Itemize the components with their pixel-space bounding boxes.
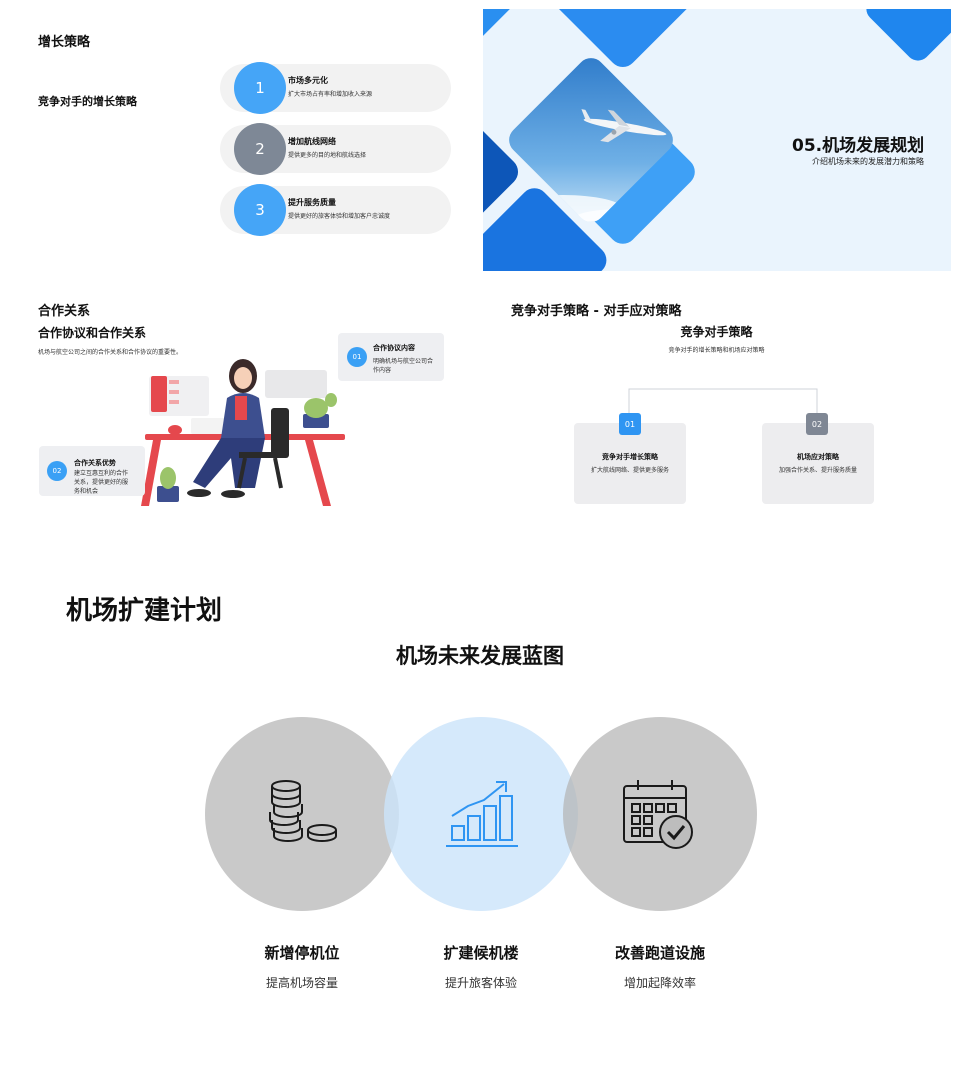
coins-stack-icon bbox=[269, 780, 337, 842]
slide-plan: 05.机场发展规划 介绍机场未来的发展潜力和策略 bbox=[483, 9, 951, 271]
card-desc: 建立互惠互利的合作关系，提供更好的服务和机会 bbox=[74, 470, 129, 495]
strategy-item-2: 2 增加航线网络 提供更多的目的地和航线选择 bbox=[220, 123, 451, 175]
strategy-desc: 提供更好的旅客体验和增加客户忠诚度 bbox=[288, 213, 391, 220]
strategy-item-3: 3 提升服务质量 提供更好的旅客体验和增加客户忠诚度 bbox=[220, 184, 451, 236]
card-title: 竞争对手增长策略 bbox=[602, 453, 658, 461]
strategy-desc: 提供更多的目的地和航线选择 bbox=[288, 152, 367, 159]
number-badge: 02 bbox=[806, 413, 828, 435]
number-badge: 01 bbox=[347, 347, 367, 367]
item-desc: 增加起降效率 bbox=[623, 976, 696, 990]
number-badge: 1 bbox=[234, 62, 286, 114]
slide-title: 增长策略 bbox=[38, 35, 91, 50]
comp-card-competitor: 01 竞争对手增长策略 扩大航线网络、提供更多服务 bbox=[574, 413, 686, 504]
growth-chart-icon bbox=[446, 781, 518, 847]
card-desc: 扩大航线网络、提供更多服务 bbox=[590, 467, 669, 474]
card-title: 合作协议内容 bbox=[373, 344, 415, 352]
strategy-desc: 扩大市场占有率和增加收入来源 bbox=[288, 91, 373, 98]
slide-title: 竞争对手策略 - 对手应对策略 bbox=[511, 304, 682, 319]
number-badge: 01 bbox=[619, 413, 641, 435]
slide-subtitle: 合作协议和合作关系 bbox=[38, 326, 147, 340]
airplane-icon bbox=[581, 109, 667, 143]
card-title: 机场应对策略 bbox=[797, 453, 839, 461]
slide-subtitle: 竞争对手策略 bbox=[680, 325, 753, 339]
slide-coop: 合作关系 合作协议和合作关系 机场与航空公司之间的合作关系和合作协议的重要性。 bbox=[0, 290, 480, 530]
number-badge: 3 bbox=[234, 184, 286, 236]
slide-subtitle: 机场未来发展蓝图 bbox=[396, 644, 564, 668]
card-desc: 加强合作关系、提升服务质量 bbox=[778, 467, 857, 474]
plan-title: 05.机场发展规划 bbox=[792, 136, 925, 156]
item-desc: 提升旅客体验 bbox=[444, 976, 517, 990]
plan-subtitle: 介绍机场未来的发展潜力和策略 bbox=[812, 157, 924, 166]
circle-center bbox=[384, 717, 578, 911]
item-title: 新增停机位 bbox=[264, 944, 340, 962]
slide-title: 合作关系 bbox=[38, 304, 91, 319]
slide-expansion: 机场扩建计划 机场未来发展蓝图 bbox=[0, 560, 960, 1084]
card-title: 合作关系优势 bbox=[74, 459, 116, 467]
item-title: 改善跑道设施 bbox=[614, 944, 705, 962]
connector-lines bbox=[628, 388, 818, 413]
number-badge: 02 bbox=[47, 461, 67, 481]
item-desc: 提高机场容量 bbox=[265, 976, 338, 990]
strategy-title: 增加航线网络 bbox=[288, 137, 336, 146]
circle-right bbox=[563, 717, 757, 911]
comp-card-airport: 02 机场应对策略 加强合作关系、提升服务质量 bbox=[762, 413, 874, 504]
office-worker-illustration bbox=[141, 359, 345, 506]
coop-card-agreement: 01 合作协议内容 明确机场与航空公司合作内容 bbox=[338, 333, 444, 381]
tile-mosaic-graphic bbox=[483, 9, 951, 271]
strategy-title: 提升服务质量 bbox=[288, 198, 336, 207]
strategy-item-1: 1 市场多元化 扩大市场占有率和增加收入来源 bbox=[220, 62, 451, 114]
coop-card-advantage: 02 合作关系优势 建立互惠互利的合作关系，提供更好的服务和机会 bbox=[39, 446, 145, 496]
calendar-check-icon bbox=[623, 780, 693, 849]
slide-competition: 竞争对手策略 - 对手应对策略 竞争对手策略 竞争对手的增长策略和机场应对策略 … bbox=[483, 290, 953, 530]
item-title: 扩建候机楼 bbox=[443, 944, 519, 962]
slide-growth: 增长策略 竞争对手的增长策略 1 市场多元化 扩大市场占有率和增加收入来源 2 … bbox=[0, 0, 480, 280]
card-desc: 明确机场与航空公司合作内容 bbox=[373, 358, 434, 374]
slide-desc: 竞争对手的增长策略和机场应对策略 bbox=[668, 347, 765, 354]
slide-title: 机场扩建计划 bbox=[66, 596, 223, 626]
number-badge: 2 bbox=[234, 123, 286, 175]
slide-desc: 机场与航空公司之间的合作关系和合作协议的重要性。 bbox=[38, 349, 183, 356]
strategy-title: 市场多元化 bbox=[288, 76, 328, 85]
slide-subtitle: 竞争对手的增长策略 bbox=[38, 95, 137, 108]
